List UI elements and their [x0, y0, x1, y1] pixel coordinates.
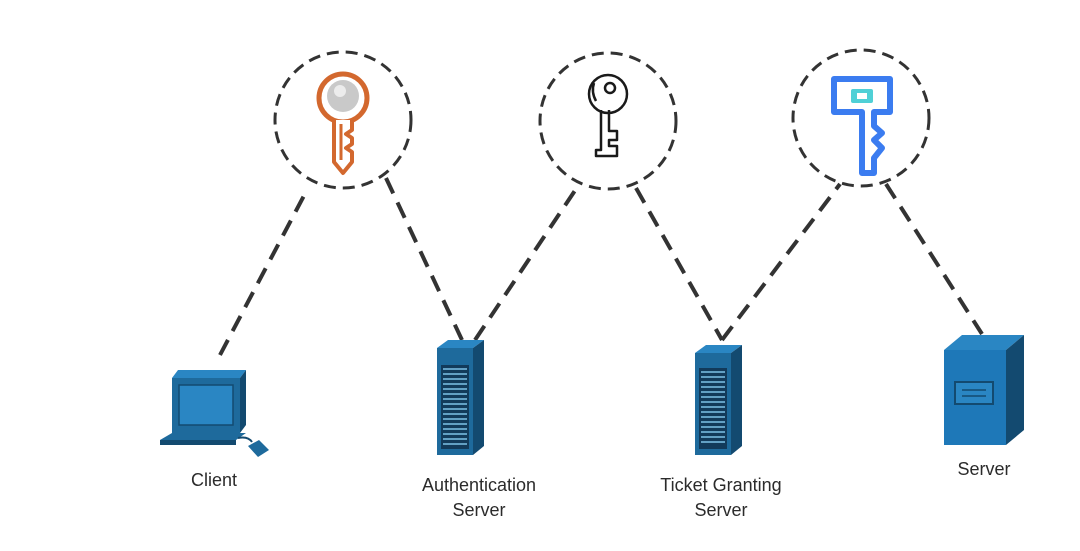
- server-label: Server: [957, 459, 1010, 479]
- outline-key-icon: [587, 73, 629, 158]
- tgs-server-vents: [701, 371, 725, 443]
- connector-client-to-key1: [218, 187, 310, 356]
- connector-lines: [218, 177, 984, 356]
- ticket-granting-server-label-line1: Ticket Granting: [660, 475, 781, 495]
- auth-server-vents: [443, 368, 467, 445]
- service-server-icon: [944, 335, 1024, 445]
- blue-key-icon: [831, 76, 893, 176]
- client-label: Client: [191, 470, 237, 490]
- connector-key3-to-server: [884, 182, 984, 336]
- connector-key1-to-auth: [384, 177, 464, 341]
- connector-tgs-to-key3: [720, 182, 842, 342]
- ticket-granting-server-icon: [695, 345, 742, 455]
- connector-key2-to-tgs: [634, 187, 724, 341]
- authentication-server-icon: [437, 340, 484, 455]
- orange-key-icon: [316, 71, 370, 175]
- authentication-server-label-line2: Server: [452, 500, 505, 520]
- client-laptop-icon: [160, 370, 269, 457]
- authentication-server-label-line1: Authentication: [422, 475, 536, 495]
- ticket-granting-server-label-line2: Server: [694, 500, 747, 520]
- connector-auth-to-key2: [473, 184, 580, 342]
